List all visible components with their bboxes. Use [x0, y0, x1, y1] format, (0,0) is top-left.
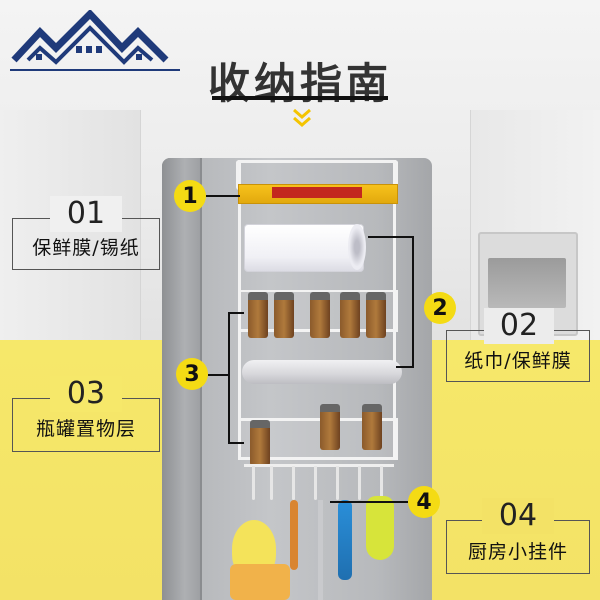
callout-label-3: 瓶罐置物层: [35, 418, 136, 440]
callout-label-2: 纸巾/保鲜膜: [464, 350, 572, 372]
leader-line-3c: [228, 312, 244, 314]
house-logo-icon: [10, 10, 180, 71]
hand-towel: [230, 564, 290, 600]
spice-jar: [274, 292, 294, 338]
leader-line-2a: [368, 236, 414, 238]
callout-label-4: 厨房小挂件: [467, 541, 568, 563]
hook: [314, 466, 317, 500]
callout-badge-4: 4: [408, 486, 440, 518]
spice-jar: [320, 404, 340, 450]
leader-line-2b: [412, 236, 414, 366]
hook: [270, 466, 273, 500]
hook: [336, 466, 339, 500]
spice-jar: [362, 404, 382, 450]
leader-line-1: [206, 195, 240, 197]
chevron-down-icon: [293, 108, 311, 127]
hook: [380, 466, 383, 500]
leader-line-4: [330, 501, 408, 503]
spice-jar: [366, 292, 386, 338]
oven-window: [488, 258, 566, 308]
hook-bar: [244, 464, 394, 467]
rack-top-rail: [236, 160, 398, 190]
page-title: 收纳指南: [207, 59, 392, 108]
leader-line-3d: [228, 442, 244, 444]
ladle: [318, 500, 323, 600]
hook: [252, 466, 255, 500]
hook: [358, 466, 361, 500]
callout-number-1: 01: [50, 196, 122, 232]
callout-label-1: 保鲜膜/锡纸: [32, 237, 140, 259]
spice-jar: [310, 292, 330, 338]
callout-badge-3: 3: [176, 358, 208, 390]
spice-jar: [250, 420, 270, 466]
leader-line-3a: [208, 374, 228, 376]
hook: [292, 466, 295, 500]
callout-number-3: 03: [50, 376, 122, 412]
callout-number-2: 02: [484, 308, 554, 344]
blue-can-opener: [338, 500, 352, 580]
foil-box-label: [272, 187, 362, 198]
leader-line-2c: [396, 366, 414, 368]
orange-spatula: [290, 500, 298, 570]
spice-jar: [340, 292, 360, 338]
paper-towel-roll-end: [348, 224, 366, 270]
callout-badge-2: 2: [424, 292, 456, 324]
cling-film-roll: [242, 360, 402, 384]
leader-line-3b: [228, 312, 230, 444]
callout-number-4: 04: [482, 498, 554, 534]
lime-peeler: [366, 496, 394, 560]
title-underline: [212, 96, 388, 100]
paper-towel-roll: [244, 224, 364, 272]
callout-badge-1: 1: [174, 180, 206, 212]
spice-jar: [248, 292, 268, 338]
